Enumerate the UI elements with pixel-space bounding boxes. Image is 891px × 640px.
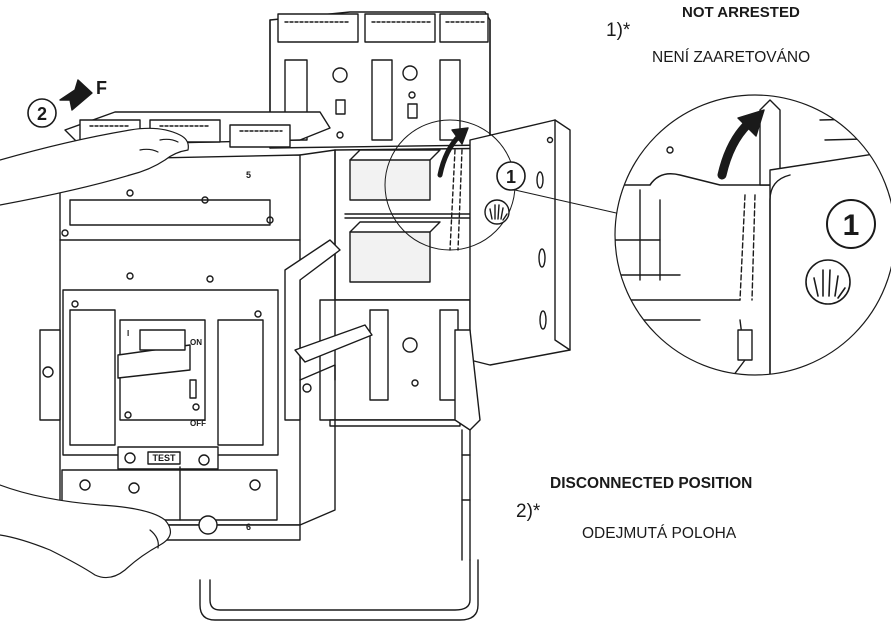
force-arrow <box>59 79 93 111</box>
force-label: F <box>96 78 107 98</box>
withdrawal-lever <box>199 329 481 621</box>
note2-title-cz: ODEJMUTÁ POLOHA <box>582 525 737 542</box>
pole-top-number: 5 <box>246 170 251 180</box>
off-label: OFF <box>190 419 206 428</box>
note1-title-en: NOT ARRESTED <box>682 4 800 21</box>
cradle-side-plate <box>469 119 571 366</box>
zoom-connector <box>514 189 626 216</box>
lever-up-arrow <box>437 127 469 251</box>
hand-bottom <box>0 484 171 579</box>
note1-title-cz: NENÍ ZAARETOVÁNO <box>652 49 811 66</box>
cradle-rails <box>284 239 373 421</box>
breaker-toggle-switch <box>117 319 206 421</box>
step1-number: 1 <box>506 167 516 187</box>
step2-number: 2 <box>37 104 47 124</box>
step2-circle <box>27 98 57 128</box>
pole-bottom-number: 6 <box>246 522 251 532</box>
step1-circle <box>496 161 526 191</box>
step1-detail-number: 1 <box>843 209 860 242</box>
note2-marker: 2)* <box>516 501 541 522</box>
hand-top <box>0 127 189 206</box>
note1-marker: 1)* <box>606 20 631 41</box>
test-button-label: TEST <box>152 453 176 463</box>
on-label: ON <box>190 338 202 347</box>
hand-pictogram-detail-icon <box>805 259 851 305</box>
step1-detail-circle <box>826 199 876 249</box>
cradle-bottom <box>319 299 471 427</box>
note2-title-en: DISCONNECTED POSITION <box>550 475 753 492</box>
hand-pictogram-icon <box>484 199 510 225</box>
switch-mark: I <box>127 329 129 338</box>
